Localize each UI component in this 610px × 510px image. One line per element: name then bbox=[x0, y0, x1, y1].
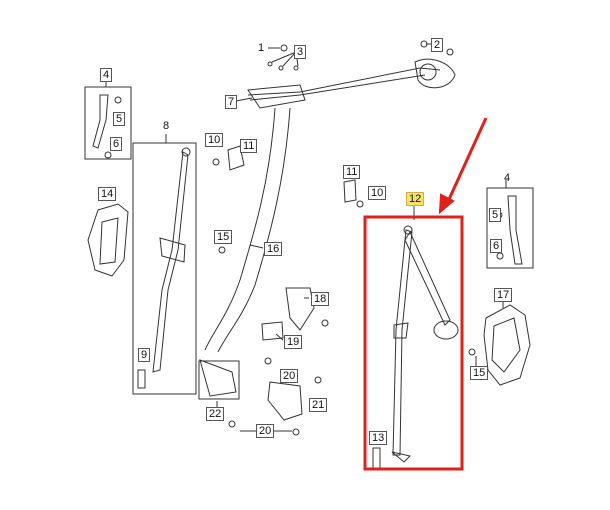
callout-14: 14 bbox=[98, 187, 117, 201]
belt-12-end-plate bbox=[391, 451, 411, 463]
belt-12-shoulder bbox=[404, 230, 451, 326]
bolt-20-lower bbox=[314, 376, 322, 384]
bolt-15-left bbox=[218, 246, 226, 254]
callout-15-left: 15 bbox=[214, 230, 233, 244]
bolt-20-bottom-right bbox=[292, 428, 300, 436]
bolt-15-right bbox=[468, 348, 476, 356]
callout-4-right: 4 bbox=[504, 172, 511, 184]
buckle-22 bbox=[199, 359, 237, 397]
callout-15-right: 15 bbox=[470, 366, 489, 380]
callout-5-right: 5 bbox=[489, 208, 502, 222]
callout-13: 13 bbox=[369, 431, 388, 445]
callout-10-left: 10 bbox=[205, 133, 224, 147]
belt-8-retractor bbox=[159, 237, 186, 263]
callout-1: 1 bbox=[258, 42, 265, 54]
belt-16-right-edge bbox=[217, 107, 291, 353]
belt-8-anchor bbox=[181, 147, 191, 157]
callout-5-left: 5 bbox=[113, 112, 126, 126]
belt-12 bbox=[392, 229, 413, 456]
callout-4-left: 4 bbox=[100, 68, 113, 82]
leader-19 bbox=[275, 333, 284, 341]
callout-arrow-head bbox=[438, 193, 455, 215]
bracket-4-left bbox=[92, 94, 109, 149]
trim-14-inner bbox=[99, 217, 119, 265]
callout-11-right: 11 bbox=[343, 165, 361, 179]
trim-17 bbox=[483, 304, 531, 386]
retractor-spool bbox=[419, 63, 437, 81]
bolt-5-left bbox=[114, 96, 122, 104]
clip-3b bbox=[278, 65, 284, 71]
inset-box-4-right bbox=[486, 187, 534, 269]
belt-8 bbox=[152, 151, 189, 373]
guide-11-left bbox=[227, 145, 245, 171]
highlight-box-12 bbox=[363, 215, 464, 471]
inset-box-22 bbox=[198, 360, 240, 400]
belt-16-left-edge bbox=[204, 107, 276, 351]
bolt-2b bbox=[446, 48, 454, 56]
bolt-6-right bbox=[496, 252, 504, 260]
belt-12-retractor bbox=[433, 320, 459, 340]
nut-10-right bbox=[356, 200, 364, 208]
belt-12-anchor bbox=[403, 225, 413, 235]
callout-17: 17 bbox=[494, 288, 513, 302]
clip-3a bbox=[267, 61, 273, 67]
belt-12-clip bbox=[393, 322, 409, 339]
callout-21: 21 bbox=[309, 398, 328, 412]
clip-3c bbox=[293, 65, 299, 71]
buckle-18 bbox=[285, 287, 315, 331]
callout-22: 22 bbox=[206, 407, 225, 421]
upper-rail bbox=[247, 67, 441, 96]
buckle-21 bbox=[267, 381, 303, 421]
callout-12: 12 bbox=[406, 192, 425, 206]
bolt-20-bottom-left bbox=[228, 420, 236, 428]
leader-16 bbox=[249, 244, 264, 249]
upper-rail-edge bbox=[249, 74, 426, 101]
trim-17-inner bbox=[491, 317, 521, 373]
callout-18: 18 bbox=[311, 292, 330, 306]
upper-retractor bbox=[414, 58, 456, 89]
callout-6-left: 6 bbox=[110, 137, 123, 151]
bolt-6-left bbox=[104, 151, 112, 159]
callout-16: 16 bbox=[264, 242, 283, 256]
trim-14 bbox=[87, 203, 129, 277]
guide-11-right bbox=[343, 179, 357, 203]
callout-arrow-shaft bbox=[444, 117, 488, 207]
bolt-20-upper bbox=[264, 357, 272, 365]
bracket-4-right bbox=[507, 195, 523, 265]
callout-11-left: 11 bbox=[240, 139, 258, 153]
callout-9: 9 bbox=[138, 348, 151, 362]
leader-7 bbox=[235, 97, 253, 102]
callout-6-right: 6 bbox=[490, 239, 503, 253]
bolt-18 bbox=[321, 319, 329, 327]
inset-box-8 bbox=[132, 142, 197, 395]
nut-10-left bbox=[212, 158, 220, 166]
callout-3: 3 bbox=[294, 45, 307, 59]
bolt-1 bbox=[280, 44, 288, 52]
callout-7: 7 bbox=[225, 95, 238, 109]
callout-20-bottom: 20 bbox=[256, 424, 275, 438]
bolt-9 bbox=[137, 369, 146, 389]
callout-10-right: 10 bbox=[368, 186, 387, 200]
buckle-19 bbox=[261, 321, 284, 341]
anchor-bracket-7 bbox=[247, 84, 306, 109]
bolt-13 bbox=[372, 447, 381, 469]
callout-20-upper: 20 bbox=[280, 369, 299, 383]
callout-19: 19 bbox=[284, 335, 303, 349]
callout-2: 2 bbox=[431, 38, 444, 52]
callout-8: 8 bbox=[163, 120, 170, 132]
inset-box-4-left bbox=[84, 86, 132, 160]
